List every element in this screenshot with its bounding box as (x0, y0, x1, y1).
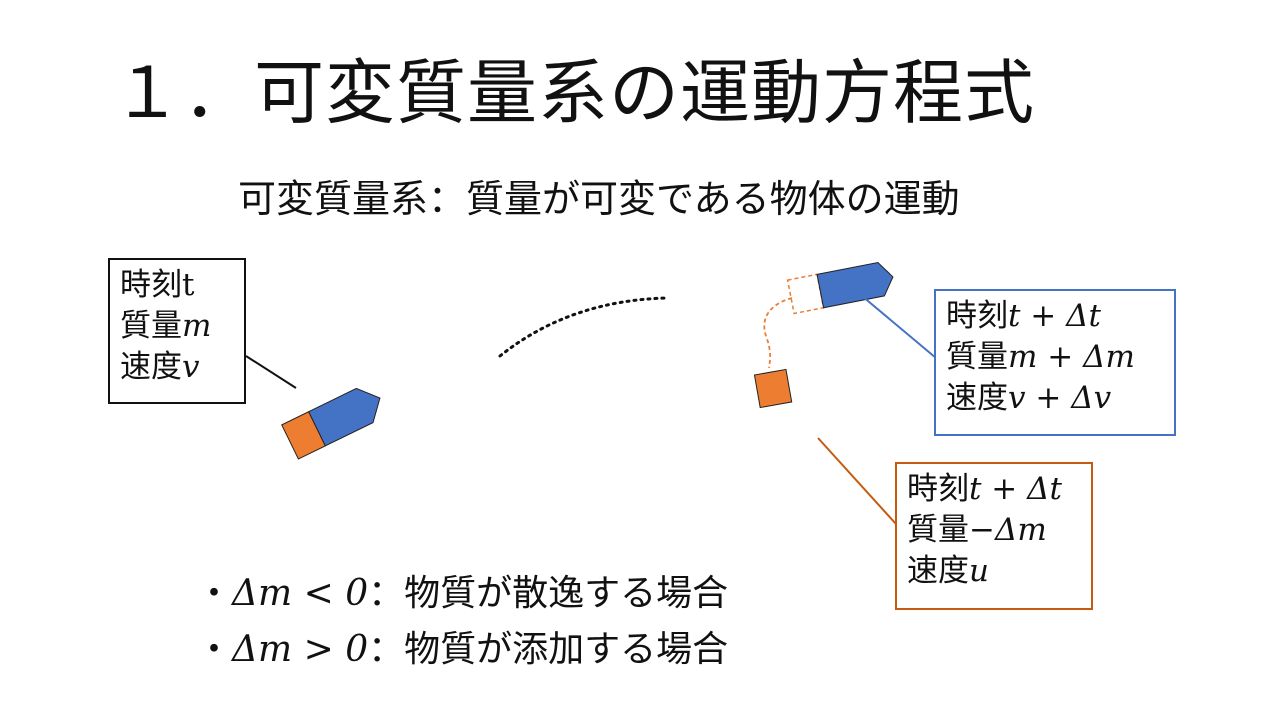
bullet-text: ：物質が添加する場合 (368, 629, 729, 670)
velocity-var: v (182, 349, 200, 385)
bullet-mark: ・ (196, 573, 233, 614)
time-label: 時刻 (946, 298, 1008, 334)
bullet-list: ・Δm < 0：物質が散逸する場合 ・Δm > 0：物質が添加する場合 (196, 566, 728, 678)
trajectory-dotted-path (498, 296, 670, 358)
time-var: t + Δt (969, 471, 1062, 507)
bullet-item-add: ・Δm > 0：物質が添加する場合 (196, 622, 728, 678)
time-label: 時刻 (120, 267, 182, 303)
label-box-time-t: 時刻t 質量m 速度v (108, 258, 246, 404)
mass-var: m (182, 308, 212, 344)
velocity-var: v + Δv (1008, 380, 1112, 416)
bullet-item-dissipate: ・Δm < 0：物質が散逸する場合 (196, 566, 728, 622)
row-mass: 質量m (120, 306, 234, 347)
body-main-part-blue (308, 387, 381, 447)
bullet-expression: Δm < 0 (232, 573, 369, 614)
ejected-mass-dashed-path (763, 297, 793, 369)
time-var: t (182, 267, 195, 303)
leader-line-orange (817, 437, 897, 525)
row-time: 時刻t (120, 265, 234, 306)
row-velocity: 速度u (907, 551, 1081, 592)
row-time: 時刻t + Δt (946, 296, 1164, 337)
body-at-time-t-plus-dt (786, 261, 894, 315)
row-mass: 質量m + Δm (946, 337, 1164, 378)
bullet-mark: ・ (196, 629, 233, 670)
bullet-text: ：物質が散逸する場合 (368, 573, 729, 614)
velocity-label: 速度 (946, 380, 1008, 416)
page-title: １．可変質量系の運動方程式 (112, 52, 1035, 134)
row-velocity: 速度v (120, 347, 234, 388)
leader-line-blue (861, 295, 937, 359)
body-main-part-blue-after (816, 261, 894, 309)
row-time: 時刻t + Δt (907, 469, 1081, 510)
vacated-mass-slot-dashed (786, 273, 825, 315)
row-mass: 質量−Δm (907, 510, 1081, 551)
mass-var: m + Δm (1008, 339, 1135, 375)
bullet-expression: Δm > 0 (232, 629, 369, 670)
mass-label: 質量 (907, 512, 969, 548)
velocity-label: 速度 (907, 553, 969, 589)
leader-line-time-t (245, 355, 297, 389)
ejected-mass-orange (753, 368, 793, 409)
row-velocity: 速度v + Δv (946, 378, 1164, 419)
velocity-label: 速度 (120, 349, 182, 385)
label-box-body-after: 時刻t + Δt 質量m + Δm 速度v + Δv (934, 289, 1176, 436)
time-var: t + Δt (1008, 298, 1101, 334)
velocity-var: u (969, 553, 989, 589)
label-box-ejected-mass: 時刻t + Δt 質量−Δm 速度u (895, 462, 1093, 610)
mass-label: 質量 (946, 339, 1008, 375)
subtitle: 可変質量系：質量が可変である物体の運動 (238, 177, 960, 221)
mass-label: 質量 (120, 308, 182, 344)
body-at-time-t (281, 387, 381, 460)
time-label: 時刻 (907, 471, 969, 507)
mass-var: −Δm (969, 512, 1047, 548)
